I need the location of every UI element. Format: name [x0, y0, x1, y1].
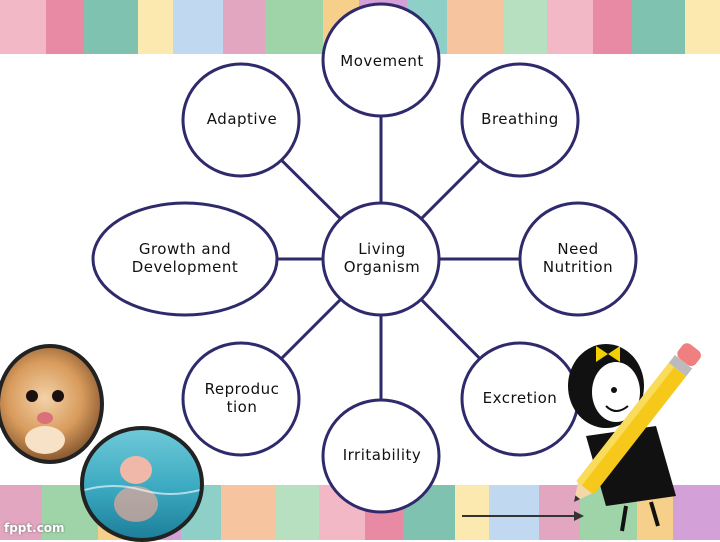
- stripe: [172, 0, 223, 54]
- node-adaptive: [181, 62, 301, 178]
- stripe: [631, 0, 686, 54]
- underline-arrow: [462, 511, 584, 521]
- stripe: [593, 0, 632, 54]
- stripe: [547, 0, 594, 54]
- node-nutrition: [518, 201, 638, 317]
- node-label-reproduction: Reproduc tion: [204, 380, 280, 416]
- hamster-photo: [0, 344, 104, 464]
- stripe: [46, 0, 85, 54]
- node-label-center: Living Organism: [343, 240, 421, 276]
- stripe: [672, 485, 720, 540]
- node-label-nutrition: Need Nutrition: [542, 240, 614, 276]
- node-movement: [321, 2, 441, 118]
- swimming-pig-photo: [80, 426, 204, 542]
- girl-with-pencil-cartoon: [568, 343, 701, 532]
- node-center: [321, 201, 441, 317]
- stripe: [503, 0, 548, 54]
- stripe: [538, 485, 581, 540]
- stripe: [0, 0, 47, 54]
- stripe: [264, 0, 323, 54]
- stripe: [447, 0, 504, 54]
- node-label-breathing: Breathing: [481, 110, 559, 128]
- stripe: [0, 485, 42, 540]
- node-reproduction: [181, 341, 301, 457]
- node-label-movement: Movement: [340, 52, 424, 70]
- stripe: [138, 0, 173, 54]
- stripe: [275, 485, 320, 540]
- node-label-irritability: Irritability: [342, 446, 422, 464]
- stripe: [685, 0, 720, 54]
- node-label-adaptive: Adaptive: [206, 110, 278, 128]
- stripe: [221, 485, 276, 540]
- node-label-growth: Growth and Development: [131, 240, 239, 276]
- stripe: [84, 0, 139, 54]
- node-breathing: [460, 62, 580, 178]
- node-growth: [91, 201, 279, 317]
- stripe: [455, 485, 490, 540]
- stripe: [222, 0, 265, 54]
- footer-text: fppt.com: [4, 521, 65, 535]
- node-irritability: [321, 398, 441, 514]
- stripe: [489, 485, 539, 540]
- node-label-excretion: Excretion: [482, 389, 558, 407]
